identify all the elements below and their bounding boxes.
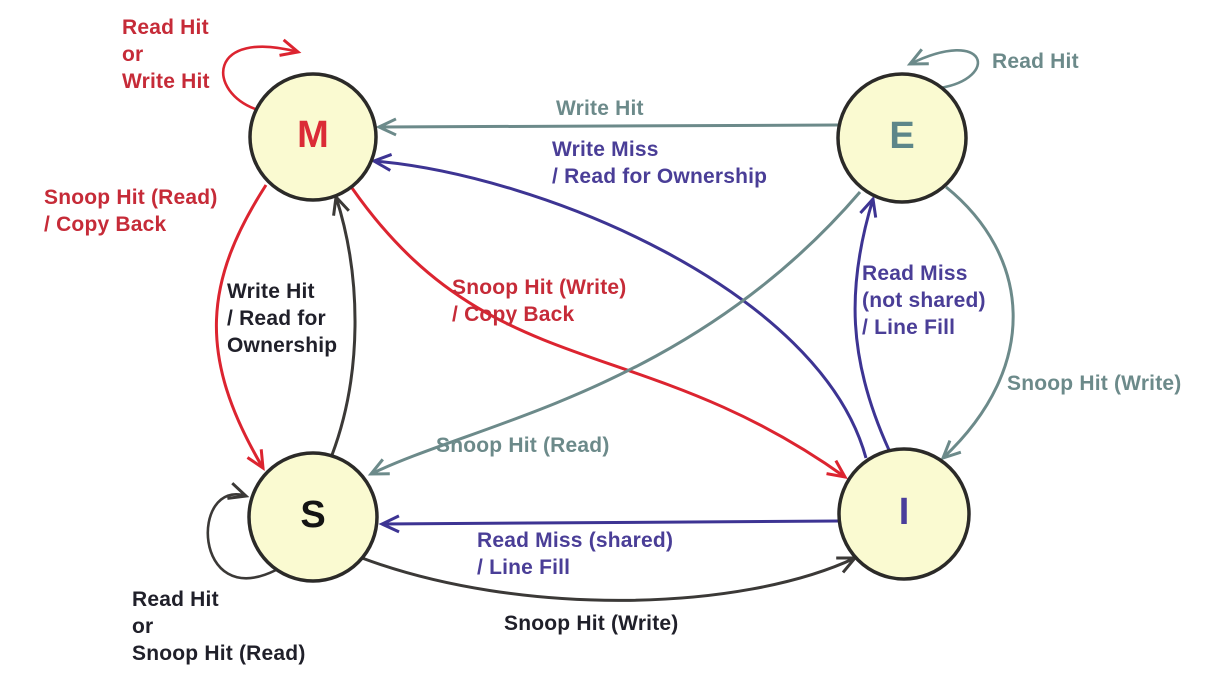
- label-e-to-s: Snoop Hit (Read): [436, 434, 610, 457]
- label-e-to-m: Write Hit: [556, 97, 644, 120]
- edge-m-to-i: [350, 187, 848, 480]
- state-letter-s: S: [300, 493, 326, 536]
- edge-m-to-s: [215, 184, 268, 472]
- edge-i-to-m: [370, 153, 868, 459]
- state-node-exclusive: [836, 72, 968, 204]
- label-m-to-s: Snoop Hit (Read) / Copy Back: [44, 186, 218, 236]
- edge-e-to-s: [367, 191, 862, 476]
- edge-e-to-i: [940, 185, 1015, 461]
- label-e-self-loop: Read Hit: [992, 50, 1079, 73]
- state-node-shared: [247, 451, 379, 583]
- edge-i-to-s: [378, 514, 840, 534]
- edge-s-to-i: [361, 556, 859, 602]
- label-i-to-s: Read Miss (shared) / Line Fill: [477, 529, 674, 579]
- state-node-invalid: [837, 447, 971, 581]
- state-letter-m: M: [297, 113, 329, 156]
- edge-s-self-loop: [206, 482, 277, 580]
- label-i-to-e: Read Miss (not shared) / Line Fill: [862, 262, 986, 339]
- label-s-to-m: Write Hit / Read for Ownership: [227, 280, 338, 357]
- label-m-to-i: Snoop Hit (Write) / Copy Back: [452, 276, 627, 326]
- label-s-to-i: Snoop Hit (Write): [504, 612, 679, 635]
- label-i-to-m: Write Miss / Read for Ownership: [552, 138, 768, 188]
- edge-m-self-loop: [221, 38, 302, 112]
- label-s-self-loop: Read Hit or Snoop Hit (Read): [132, 588, 306, 665]
- state-letter-i: I: [898, 490, 910, 533]
- edge-e-self-loop: [906, 48, 980, 90]
- edge-s-to-m: [330, 193, 357, 456]
- label-m-self-loop: Read Hit or Write Hit: [122, 16, 210, 93]
- edge-i-to-e: [853, 195, 891, 451]
- edge-e-to-m: [375, 117, 839, 137]
- state-node-modified: [248, 72, 378, 202]
- label-e-to-i: Snoop Hit (Write): [1007, 372, 1182, 395]
- state-letter-e: E: [889, 114, 915, 157]
